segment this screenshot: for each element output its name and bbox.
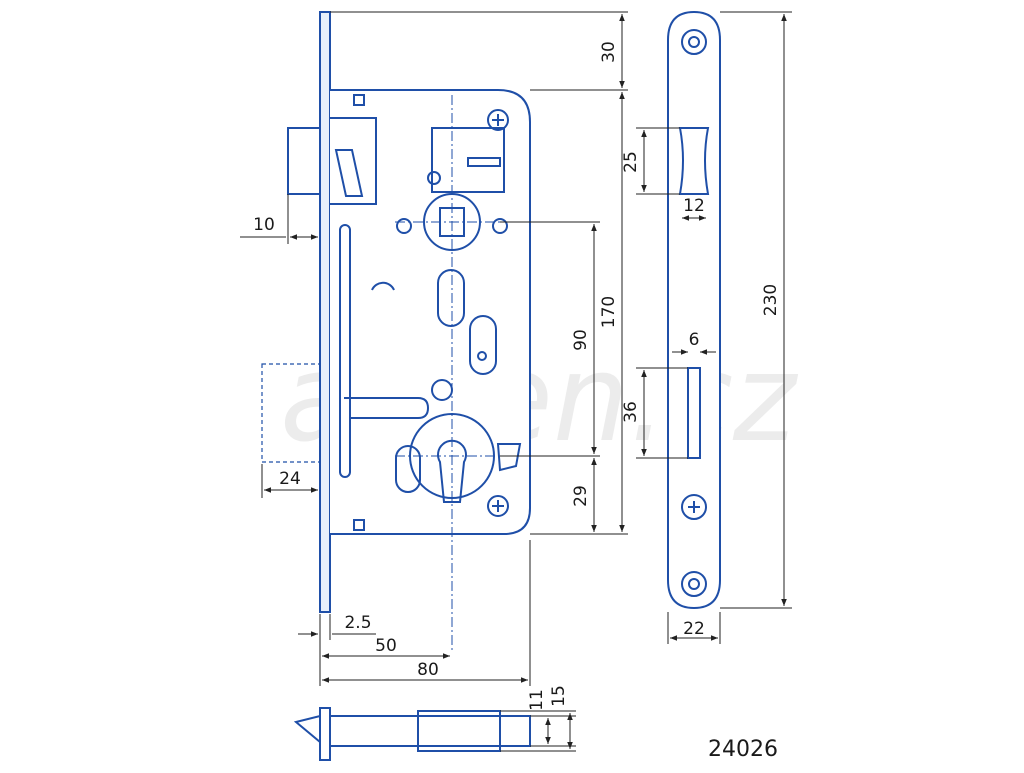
oval-slot-right: [469, 315, 497, 375]
deadbolt-outline: [261, 363, 321, 463]
faceplate-screw: [681, 494, 707, 520]
screw-bottom-cross: [492, 500, 504, 512]
cylinder-lever: [496, 443, 522, 472]
dim-label-30: 30: [599, 41, 619, 63]
lever-pivot: [427, 171, 441, 185]
dim-label-80: 80: [417, 660, 439, 680]
rivet-top: [353, 94, 365, 106]
bolt-bar: [344, 397, 430, 419]
rivet-bottom: [353, 519, 365, 531]
cylinder-keyhole: [437, 439, 467, 503]
bottom-view: [293, 707, 531, 761]
dim-label-12: 12: [683, 196, 705, 216]
screw-top: [487, 109, 509, 131]
dim-label-22: 22: [683, 619, 705, 639]
dim-label-170: 170: [599, 296, 619, 328]
dim-label-10: 10: [253, 215, 275, 235]
bottom-cylinder: [417, 710, 501, 752]
faceplate-hole-bottom-inner: [688, 578, 700, 590]
dim-label-24: 24: [279, 469, 301, 489]
dimension-lines: [240, 11, 792, 752]
faceplate-hole-top: [681, 29, 707, 55]
oval-slot-lower: [395, 445, 421, 493]
dim-label-15: 15: [549, 685, 569, 707]
lever-box: [431, 127, 505, 193]
follower-lug-left: [396, 218, 412, 234]
faceplate-hole-bottom: [681, 571, 707, 597]
dim-label-29: 29: [571, 485, 591, 507]
slot-pin: [477, 351, 487, 361]
dim-label-230: 230: [761, 284, 781, 316]
oval-slot-upper: [437, 269, 465, 327]
latch-housing: [330, 117, 377, 205]
lock-case: [330, 89, 531, 535]
dim-label-50: 50: [375, 636, 397, 656]
lock-body: [261, 11, 531, 613]
faceplate-view: [667, 10, 721, 610]
spring-arc: [371, 281, 395, 291]
dim-label-6: 6: [689, 330, 700, 350]
bolt-slot: [339, 224, 351, 478]
screw-top-cross: [492, 114, 504, 126]
center-lines: [395, 95, 520, 650]
faceplate-hole-top-inner: [688, 36, 700, 48]
faceplate: [319, 11, 331, 613]
lever-pin: [467, 157, 501, 167]
dim-label-36: 36: [621, 401, 641, 423]
latch-opening: [678, 127, 710, 195]
bottom-faceplate: [319, 707, 331, 761]
product-code: 24026: [708, 737, 778, 762]
latch-bolt: [287, 127, 321, 195]
faceplate-outline: [667, 10, 721, 610]
screw-bottom: [487, 495, 509, 517]
faceplate-screw-cross: [688, 501, 700, 513]
bottom-case: [330, 715, 531, 747]
dim-label-2-5: 2.5: [344, 613, 371, 633]
deadbolt-opening: [687, 367, 701, 459]
dim-label-90: 90: [571, 329, 591, 351]
bottom-latch: [293, 714, 321, 745]
dim-label-11: 11: [527, 689, 547, 711]
dimension-labels: 30 170 90 29 25 12 6 36 230 22 10 24 2.5…: [253, 41, 781, 711]
latch-spring: [334, 149, 364, 197]
dim-label-25: 25: [621, 151, 641, 173]
follower-lug-right: [492, 218, 508, 234]
